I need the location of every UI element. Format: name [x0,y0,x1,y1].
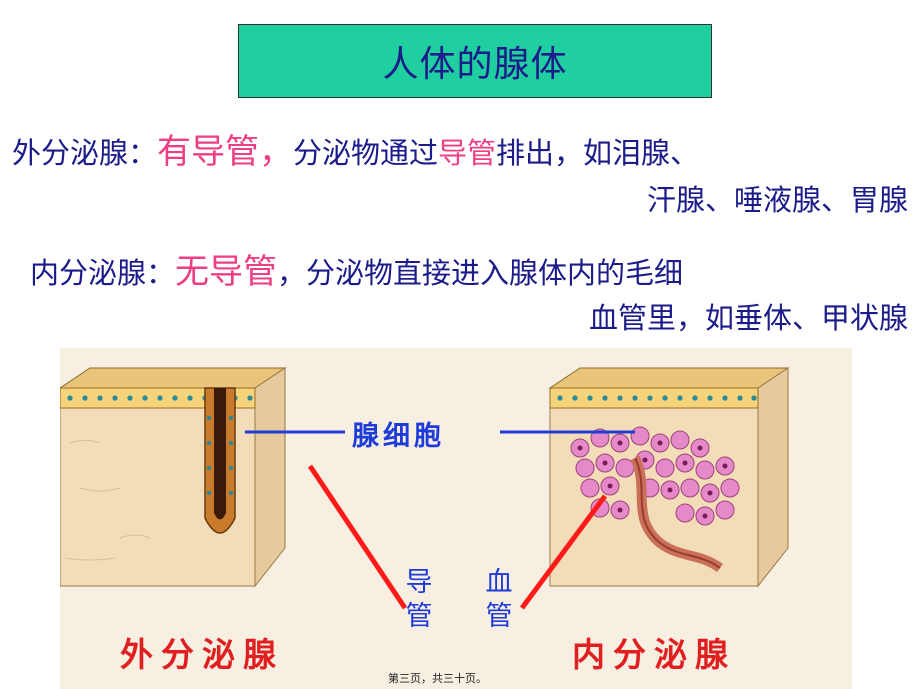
duct-label: 导 管 [404,566,434,634]
gland-diagram [60,367,790,610]
gland-illustration: 腺细胞 导 管 血 管 外分泌腺 内分泌腺 [60,348,852,689]
vessel-pointer [519,494,608,610]
endocrine-tissue-block [548,367,790,588]
endocrine-examples: 血管里，如垂体、甲状腺 [588,301,908,335]
exocrine-key: 有导管， [157,132,294,172]
vessel-label: 血 管 [484,566,514,634]
vessel-label-char-2: 管 [485,601,513,632]
page-title: 人体的腺体 [382,44,568,85]
endocrine-text-a: ，分泌物直接进入腺体内的毛细 [277,256,684,290]
exocrine-line-1: 外分泌腺：有导管，分泌物通过导管排出，如泪腺、 [12,132,699,173]
endocrine-term: 内分泌腺： [30,256,176,290]
duct-label-char-1: 导 [405,567,433,598]
title-box: 人体的腺体 [238,24,712,98]
endocrine-line-2: 血管里，如垂体、甲状腺 [589,298,908,338]
gland-cell-label: 腺细胞 [352,421,445,452]
endocrine-key: 无导管 [175,252,278,292]
duct-label-char-2: 管 [405,601,433,632]
duct-pointer [307,464,408,610]
exocrine-text-b: 排出，如泪腺、 [496,136,700,170]
endocrine-figure-label: 内分泌腺 [572,635,736,674]
exocrine-figure-label: 外分泌腺 [120,635,284,674]
exocrine-line-2: 汗腺、唾液腺、胃腺 [647,180,908,220]
vessel-label-char-1: 血 [485,567,513,598]
exocrine-examples: 汗腺、唾液腺、胃腺 [646,183,908,217]
exocrine-key-duct: 导管 [438,136,497,170]
exocrine-term: 外分泌腺： [12,136,158,170]
exocrine-text-a: 分泌物通过 [293,136,439,170]
page-footer: 第三页，共三十页。 [388,672,487,685]
exocrine-tissue-block [60,367,287,588]
endocrine-line-1: 内分泌腺：无导管，分泌物直接进入腺体内的毛细 [30,252,683,293]
